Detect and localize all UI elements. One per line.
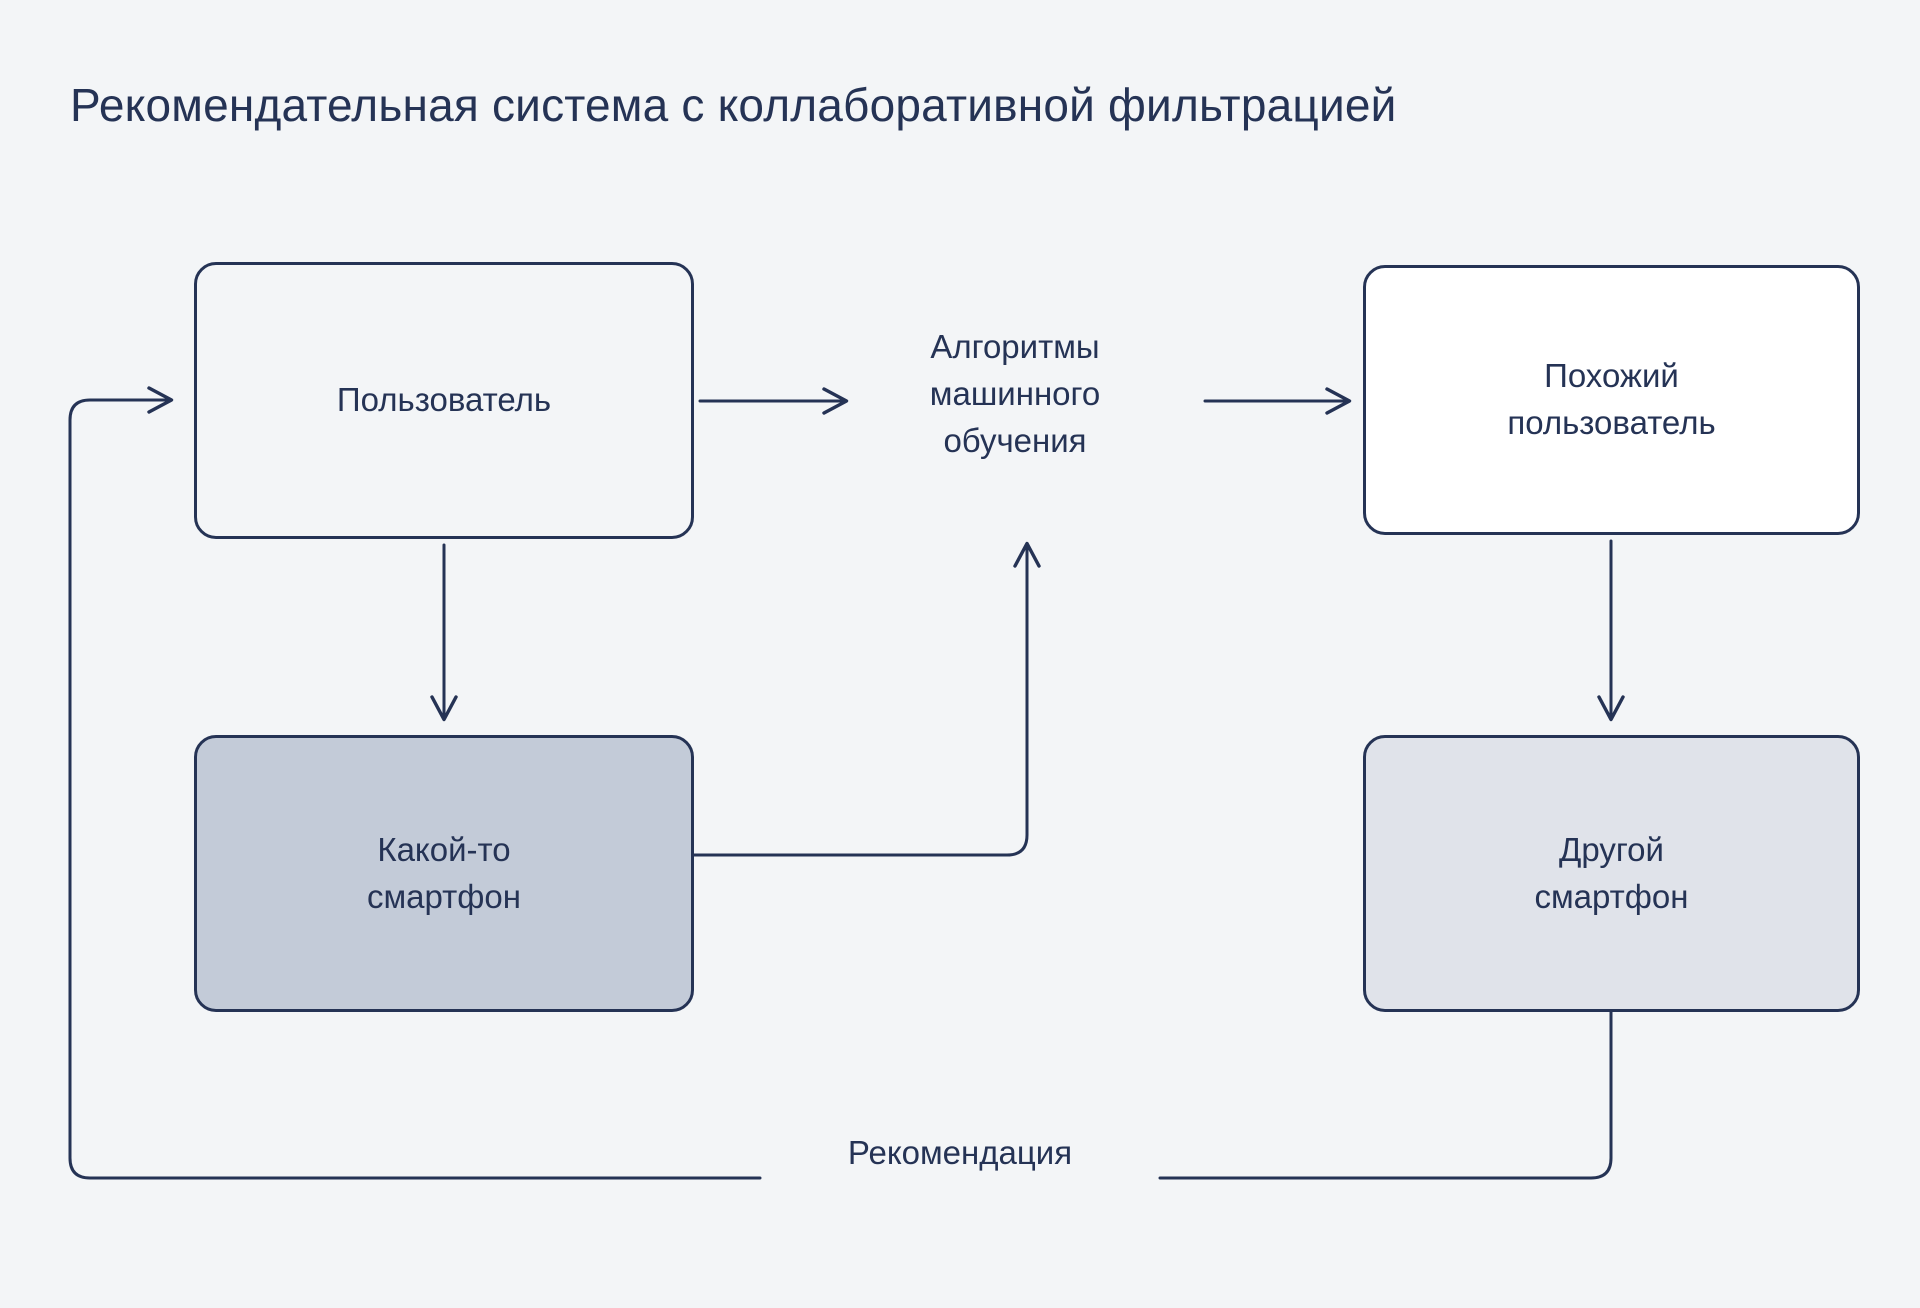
node-other-smartphone[interactable]: Другой смартфон [1363,735,1860,1012]
node-similar-user[interactable]: Похожий пользователь [1363,265,1860,535]
node-similar-user-label: Похожий пользователь [1507,357,1716,441]
label-ml-algorithms: Алгоритмы машинного обучения [929,328,1101,459]
label-recommendation: Рекомендация [847,1134,1073,1171]
node-some-smartphone-label: Какой-то смартфон [366,830,521,915]
node-other-smartphone-label: Другой смартфон [1534,830,1689,915]
edge-recommendation-loop-left [68,386,762,1180]
page-title: Рекомендательная система с коллаборативн… [70,79,1397,131]
edge-recommendation-loop-right [1158,1010,1613,1180]
edge-phone-a-to-ml [692,541,1041,857]
node-user[interactable]: Пользователь [194,262,694,539]
node-some-smartphone[interactable]: Какой-то смартфон [194,735,694,1012]
node-user-label: Пользователь [336,381,552,419]
